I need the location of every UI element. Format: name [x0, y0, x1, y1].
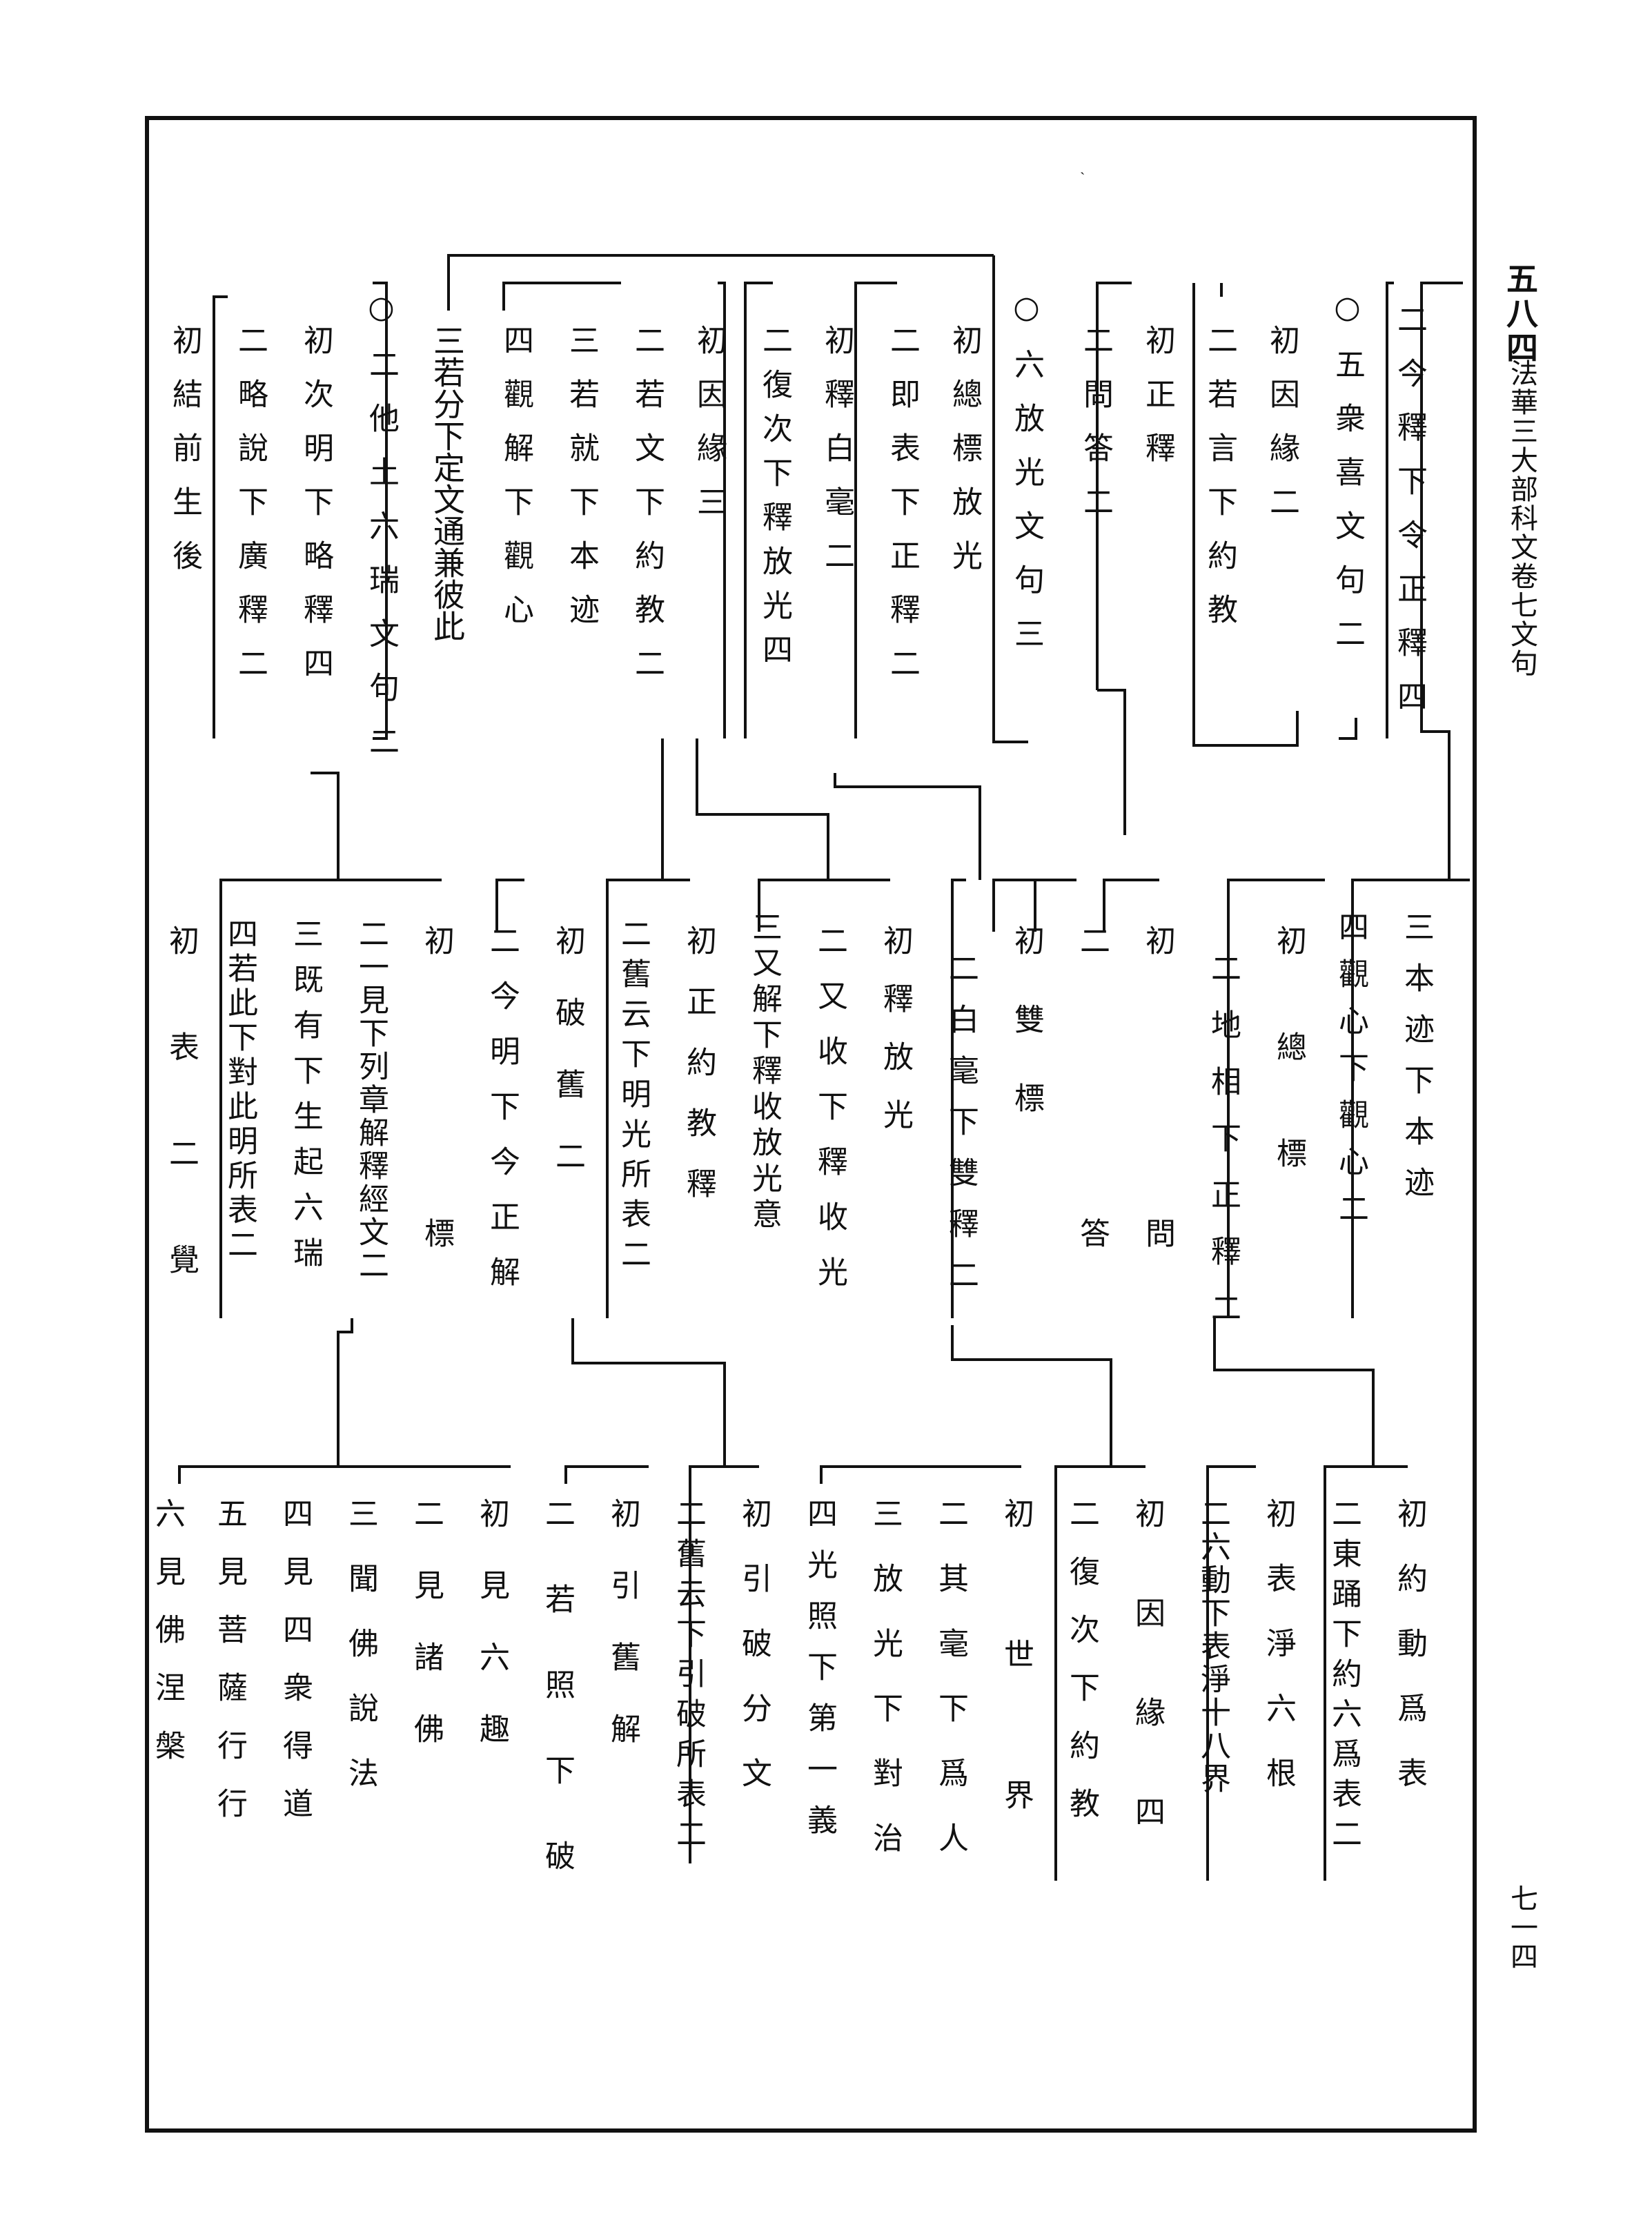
tier3-col-7: 初世界	[999, 1498, 1034, 1920]
tier3-col-10: 四光照下第一義	[802, 1498, 837, 1855]
tier2-col-3: 初總標	[1271, 925, 1306, 1244]
tier2-col-8: 二白毫下雙釋二	[943, 952, 979, 1310]
tier2-col-18: 三既有下生起六瑞	[288, 918, 323, 1282]
tier1-col-7: ○六放光文句三	[1009, 290, 1044, 672]
tier1-col-4: 二若言下約教	[1202, 324, 1237, 647]
tier3-col-5: 初因緣四	[1130, 1498, 1165, 1895]
tier3-col-2: 二東踊下約六爲表二	[1326, 1498, 1361, 1858]
tier1-col-2: ○五衆喜文句二	[1330, 290, 1365, 672]
tier2-col-11: 三又解下釋收放光意	[747, 911, 782, 1234]
tier1-col-5: 初正釋	[1140, 324, 1175, 486]
tier3-col-20: 六見佛涅槃	[150, 1498, 185, 1788]
tier1-col-6: 二問答二	[1078, 324, 1113, 540]
tier1-col-11: 二復次下釋放光四	[757, 324, 792, 678]
tier3-col-4: 二六動下表淨十八界	[1195, 1498, 1230, 1796]
tier3-col-13: 初引舊解	[605, 1498, 640, 1785]
tier1-col-13: 二若文下約教二	[629, 324, 665, 701]
tier3-col-18: 四見四衆得道	[277, 1498, 313, 1846]
tier1-col-10: 初釋白毫二	[819, 324, 854, 594]
tier2-col-2: 四觀心下觀心二	[1333, 911, 1368, 1240]
tier1-col-19: 二略說下廣釋二	[233, 324, 268, 701]
tier2-col-12: 初正約教釋	[681, 925, 716, 1228]
ink-speck: ˏ	[1080, 158, 1085, 175]
tier2-col-4: 二地相下正釋二	[1206, 952, 1241, 1349]
tier3-col-6: 二復次下約教	[1064, 1498, 1099, 1846]
tier2-col-6: 二答	[1074, 925, 1110, 1510]
tier1-col-17: ○二他土六瑞文句二	[364, 290, 399, 779]
tier3-col-12: 二舊云下引破所表二	[671, 1498, 706, 1858]
tier3-col-8: 二其毫下爲人	[933, 1498, 968, 1887]
tier1-col-14: 三若就下本迹	[564, 324, 599, 647]
tier1-col-9: 二即表下正釋二	[885, 324, 920, 701]
tier3-col-15: 初見六趣	[474, 1498, 509, 1785]
tier2-col-19: 四若此下對此明所表二	[222, 918, 257, 1263]
tier3-col-3: 初表淨六根	[1261, 1498, 1296, 1822]
tier2-col-5: 初問	[1140, 925, 1175, 1510]
tier1-col-20: 初結前生後	[167, 324, 202, 594]
tier2-col-20: 初表二覺	[164, 925, 199, 1350]
tier2-col-9: 初釋放光	[878, 925, 913, 1157]
tier1-col-16: 三若分下定文通兼彼此	[429, 324, 466, 642]
tier1-col-8: 初總標放光	[947, 324, 982, 594]
page-frame	[145, 116, 1477, 2133]
tier1-col-1: 二今釋下令正釋四	[1392, 304, 1427, 734]
tier1-col-3: 初因緣二	[1264, 324, 1299, 540]
tier2-col-13: 二舊云下明光所表二	[616, 918, 651, 1278]
tier2-col-14: 初破舊二	[550, 925, 585, 1212]
tier3-col-14: 二若照下破	[540, 1498, 575, 1926]
tier3-col-1: 初約動爲表	[1392, 1498, 1427, 1822]
tier2-col-10: 二又收下釋收光	[812, 925, 847, 1311]
page-number-top: 五八四	[1502, 262, 1539, 366]
tier2-col-7: 初雙標	[1009, 925, 1044, 1161]
tier3-col-11: 初引破分文	[736, 1498, 771, 1822]
tier1-col-12: 初因緣三	[691, 324, 727, 540]
tier2-col-17: 二一見下列章解釋經文二	[353, 918, 389, 1282]
page-number-bottom: 七一四	[1506, 1884, 1537, 1971]
tier2-col-1: 三本迹下本迹	[1399, 911, 1434, 1217]
tier1-col-18: 初次明下略釋四	[298, 324, 333, 701]
tier3-col-17: 三聞佛說法	[343, 1498, 378, 1822]
tier1-col-15: 四觀解下觀心	[498, 324, 533, 647]
book-title: 法華三大部科文卷七文句	[1506, 359, 1537, 678]
tier2-col-16: 初標	[419, 925, 454, 1510]
tier3-col-19: 五見菩薩行行	[212, 1498, 247, 1846]
tier3-col-9: 三放光下對治	[867, 1498, 903, 1887]
tier2-col-15: 二今明下今正解	[484, 925, 520, 1311]
tier3-col-16: 二見諸佛	[409, 1498, 444, 1785]
